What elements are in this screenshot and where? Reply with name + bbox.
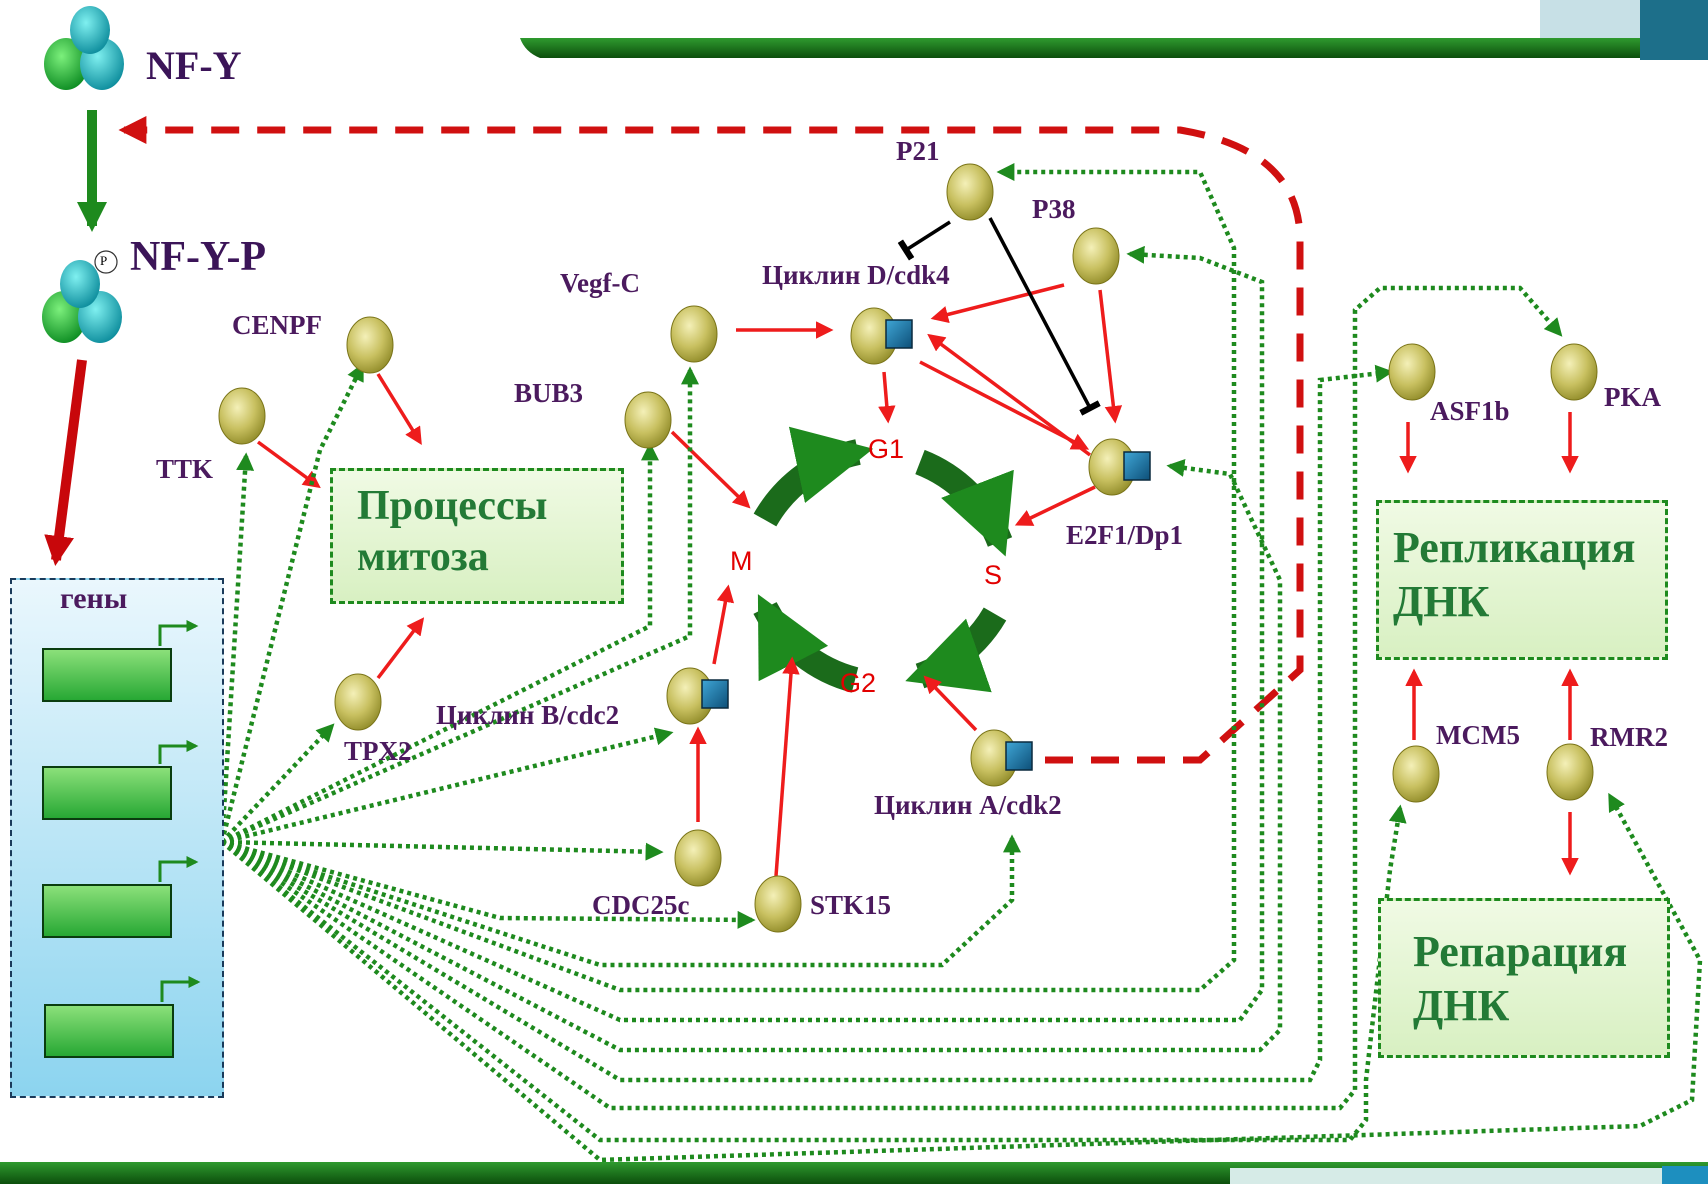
label-nfyp: NF-Y-P xyxy=(130,236,266,278)
node-cdc25c xyxy=(675,830,721,886)
genes-panel xyxy=(10,578,224,1098)
node-rmr2 xyxy=(1547,744,1593,800)
label-p38: P38 xyxy=(1032,196,1076,223)
label-rmr2: RMR2 xyxy=(1590,724,1668,751)
label-bub3: BUB3 xyxy=(514,380,583,407)
node-p21 xyxy=(947,164,993,220)
label-cyclin-a: Циклин A/cdk2 xyxy=(874,792,1062,819)
node-stk15 xyxy=(755,876,801,932)
header-bar xyxy=(520,38,1700,58)
mitosis-process-box: Процессы митоза xyxy=(330,468,624,604)
label-vegfc: Vegf-C xyxy=(560,270,640,297)
cube-cyclin-d xyxy=(886,320,912,348)
node-vegfc xyxy=(671,306,717,362)
label-genes: гены xyxy=(60,584,127,614)
phase-g1: G1 xyxy=(868,436,904,463)
p21-inhibition-lines xyxy=(906,218,1090,408)
node-asf1b xyxy=(1389,344,1435,400)
mitosis-line-2: митоза xyxy=(357,532,547,583)
gene-1 xyxy=(42,648,172,702)
node-ttk xyxy=(219,388,265,444)
label-cdc25c: CDC25c xyxy=(592,892,689,919)
node-pka xyxy=(1551,344,1597,400)
label-nfy: NF-Y xyxy=(146,46,242,86)
nfyp-to-genes-arrow xyxy=(56,360,82,560)
node-bub3 xyxy=(625,392,671,448)
repair-process-box: Репарация ДНК xyxy=(1378,898,1670,1058)
replication-process-box: Репликация ДНК xyxy=(1376,500,1668,660)
nfy-complex xyxy=(44,6,124,90)
label-cenpf: CENPF xyxy=(232,312,322,339)
label-ttk: TTK xyxy=(156,456,213,483)
cube-e2f1 xyxy=(1124,452,1150,480)
phase-m: M xyxy=(730,548,753,575)
node-cenpf xyxy=(347,317,393,373)
node-tpx2 xyxy=(335,674,381,730)
replication-line-1: Репликация xyxy=(1393,521,1635,575)
gene-4 xyxy=(44,1004,174,1058)
phase-g2: G2 xyxy=(840,670,876,697)
label-asf1b: ASF1b xyxy=(1430,398,1510,425)
label-p21: P21 xyxy=(896,138,940,165)
cell-cycle xyxy=(765,452,1000,680)
footer-corner xyxy=(1662,1166,1708,1184)
label-cyclin-d: Циклин D/cdk4 xyxy=(762,262,950,289)
label-cyclin-b: Циклин B/cdc2 xyxy=(436,702,619,729)
label-phospho: P xyxy=(100,254,107,267)
cube-cyclin-b xyxy=(702,680,728,708)
phase-s: S xyxy=(984,562,1002,589)
gene-3 xyxy=(42,884,172,938)
mitosis-line-1: Процессы xyxy=(357,481,547,532)
header-corner xyxy=(1640,0,1708,60)
node-p38 xyxy=(1073,228,1119,284)
replication-line-2: ДНК xyxy=(1393,575,1635,629)
label-stk15: STK15 xyxy=(810,892,891,919)
node-mcm5 xyxy=(1393,746,1439,802)
label-tpx2: TPX2 xyxy=(344,738,412,765)
label-e2f1: E2F1/Dp1 xyxy=(1066,522,1183,549)
label-mcm5: MCM5 xyxy=(1436,722,1520,749)
cube-cyclin-a xyxy=(1006,742,1032,770)
repair-line-1: Репарация xyxy=(1413,925,1627,979)
label-pka: PKA xyxy=(1604,384,1661,411)
footer-accent xyxy=(1230,1168,1708,1184)
repair-line-2: ДНК xyxy=(1413,979,1627,1033)
gene-2 xyxy=(42,766,172,820)
